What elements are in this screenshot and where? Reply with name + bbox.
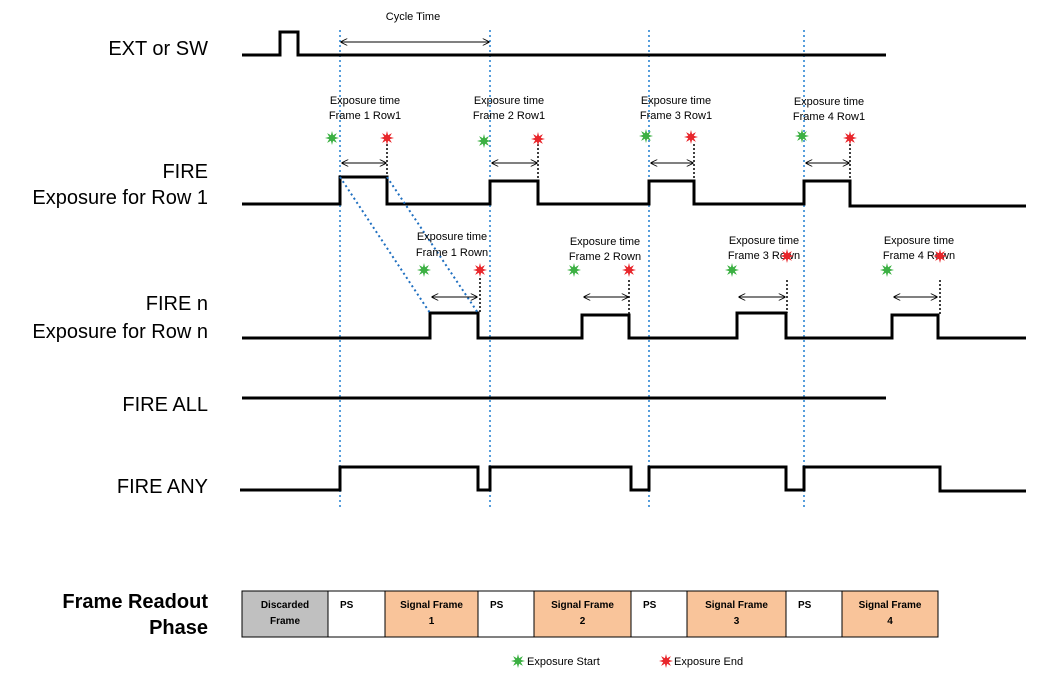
exposure-end-icon — [531, 132, 545, 146]
label-fire-rown: Exposure for Row n — [32, 321, 208, 343]
exposure-start-icon — [639, 129, 653, 143]
label-fire-any: FIRE ANY — [117, 476, 208, 498]
readout-box-label: Signal Frame — [400, 600, 463, 611]
row-propagation-line — [339, 176, 431, 314]
readout-box-label: PS — [643, 600, 657, 611]
label-ext-or-sw: EXT or SW — [108, 38, 208, 60]
row1-exposure-label: Frame 4 Row1 — [793, 111, 865, 123]
legend-start-icon — [511, 654, 525, 668]
row1-exposure-label: Frame 3 Row1 — [640, 110, 712, 122]
rown-exposure-label: Frame 1 Rown — [416, 247, 488, 259]
fire-rown-waveform — [242, 311, 1026, 340]
row1-exposure-label: Frame 1 Row1 — [329, 110, 401, 122]
legend-end-label: Exposure End — [674, 656, 743, 668]
rown-exposure-annotations: Exposure time Frame 1 Rown Exposure time… — [416, 231, 955, 315]
readout-box-label: 3 — [734, 616, 740, 627]
exposure-start-icon — [880, 263, 894, 277]
readout-ps-box: PS — [785, 590, 843, 638]
readout-box-label: PS — [490, 600, 504, 611]
readout-box-label: Signal Frame — [859, 600, 922, 611]
exposure-end-icon — [684, 130, 698, 144]
rown-exposure-label: Exposure time — [570, 236, 640, 248]
readout-box-label: 1 — [429, 616, 435, 627]
readout-box-label: PS — [798, 600, 812, 611]
label-readout-line1: Frame Readout — [62, 591, 208, 613]
readout-signal-box: Signal Frame 3 — [686, 590, 787, 638]
rown-exposure-label: Exposure time — [729, 235, 799, 247]
ext-or-sw-waveform — [242, 30, 886, 57]
label-readout-line2: Phase — [149, 617, 208, 639]
exposure-start-icon — [567, 263, 581, 277]
exposure-end-icon — [780, 249, 794, 263]
exposure-end-icon — [622, 263, 636, 277]
rown-exposure-label: Frame 3 Rown — [728, 250, 800, 262]
legend-start-label: Exposure Start — [527, 656, 600, 668]
exposure-start-icon — [511, 654, 525, 668]
sync-lines — [339, 30, 805, 510]
row1-exposure-label: Exposure time — [641, 95, 711, 107]
readout-ps-box: PS — [327, 590, 386, 638]
readout-signal-box: Signal Frame 2 — [533, 590, 632, 638]
label-fire-row1: Exposure for Row 1 — [32, 187, 208, 209]
readout-box-label: 4 — [887, 616, 893, 627]
exposure-end-icon — [843, 131, 857, 145]
row-propagation-line — [386, 176, 479, 314]
exposure-end-icon — [473, 263, 487, 277]
readout-box-label: Discarded — [261, 600, 309, 611]
rown-exposure-label: Exposure time — [417, 231, 487, 243]
readout-box-label: Signal Frame — [705, 600, 768, 611]
exposure-start-icon — [477, 134, 491, 148]
readout-ps-box: PS — [477, 590, 535, 638]
exposure-start-icon — [725, 263, 739, 277]
row1-exposure-label: Exposure time — [794, 96, 864, 108]
label-fire: FIRE — [162, 161, 208, 183]
label-fire-all: FIRE ALL — [122, 394, 208, 416]
exposure-end-icon — [659, 654, 673, 668]
readout-box-label: Frame — [270, 616, 300, 627]
readout-box-label: PS — [340, 600, 354, 611]
rown-exposure-label: Exposure time — [884, 235, 954, 247]
row1-exposure-annotations: Exposure time Frame 1 Row1 Exposure time… — [329, 95, 865, 181]
row1-exposure-label: Frame 2 Row1 — [473, 110, 545, 122]
legend: Exposure Start Exposure End — [511, 654, 743, 668]
rown-exposure-label: Frame 2 Rown — [569, 251, 641, 263]
exposure-end-icon — [933, 249, 947, 263]
fire-any-waveform — [240, 465, 1026, 493]
readout-ps-box: PS — [630, 590, 688, 638]
readout-signal-box: Signal Frame 4 — [841, 590, 939, 638]
exposure-end-icon — [380, 131, 394, 145]
row1-exposure-label: Exposure time — [330, 95, 400, 107]
readout-box-label: 2 — [580, 616, 586, 627]
exposure-start-icon — [795, 129, 809, 143]
exposure-markers — [325, 129, 947, 277]
exposure-start-icon — [325, 131, 339, 145]
legend-end-icon — [659, 654, 673, 668]
row1-exposure-label: Exposure time — [474, 95, 544, 107]
exposure-start-icon — [417, 263, 431, 277]
label-fire-n: FIRE n — [146, 293, 208, 315]
fire-row1-waveform — [242, 175, 1026, 208]
cycle-time-label: Cycle Time — [386, 11, 440, 23]
readout-signal-box: Signal Frame 1 — [384, 590, 479, 638]
readout-box-label: Signal Frame — [551, 600, 614, 611]
